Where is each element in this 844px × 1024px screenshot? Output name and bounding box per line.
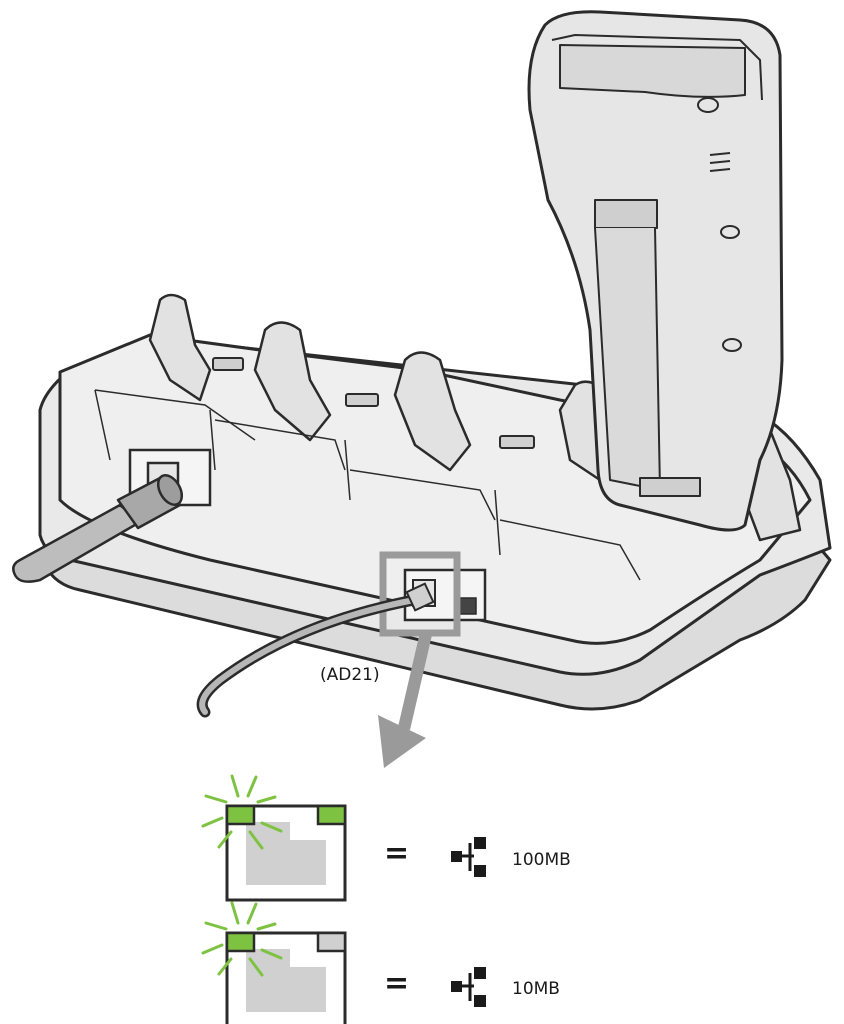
network-topology-icon xyxy=(451,967,486,1007)
speed-label-10mb: 10MB xyxy=(512,979,560,999)
equals-sign: = xyxy=(384,966,410,1001)
speed-label-100mb: 100MB xyxy=(512,850,571,870)
power-cable-plug xyxy=(12,474,184,583)
led-right-green xyxy=(316,804,347,826)
led-left-green xyxy=(225,804,256,826)
blink-rays-icon xyxy=(201,901,283,977)
network-topology-icon xyxy=(451,837,486,877)
ethernet-port-icon xyxy=(225,931,347,1024)
legend-row-10mb xyxy=(201,901,486,1024)
pocket-contours xyxy=(94,389,641,581)
equals-sign: = xyxy=(384,836,410,871)
callout-label: (AD21) xyxy=(320,665,380,685)
ethernet-cable xyxy=(196,582,435,718)
cradle-latches xyxy=(212,357,535,449)
legend-row-100mb xyxy=(201,774,486,902)
led-right-off xyxy=(316,931,347,953)
blink-rays-icon xyxy=(201,774,283,850)
ethernet-port-icon xyxy=(225,804,347,902)
cradle-cups xyxy=(148,293,802,542)
led-left-green xyxy=(225,931,256,953)
callout-arrow xyxy=(378,632,432,768)
handheld-scanner xyxy=(527,10,784,532)
